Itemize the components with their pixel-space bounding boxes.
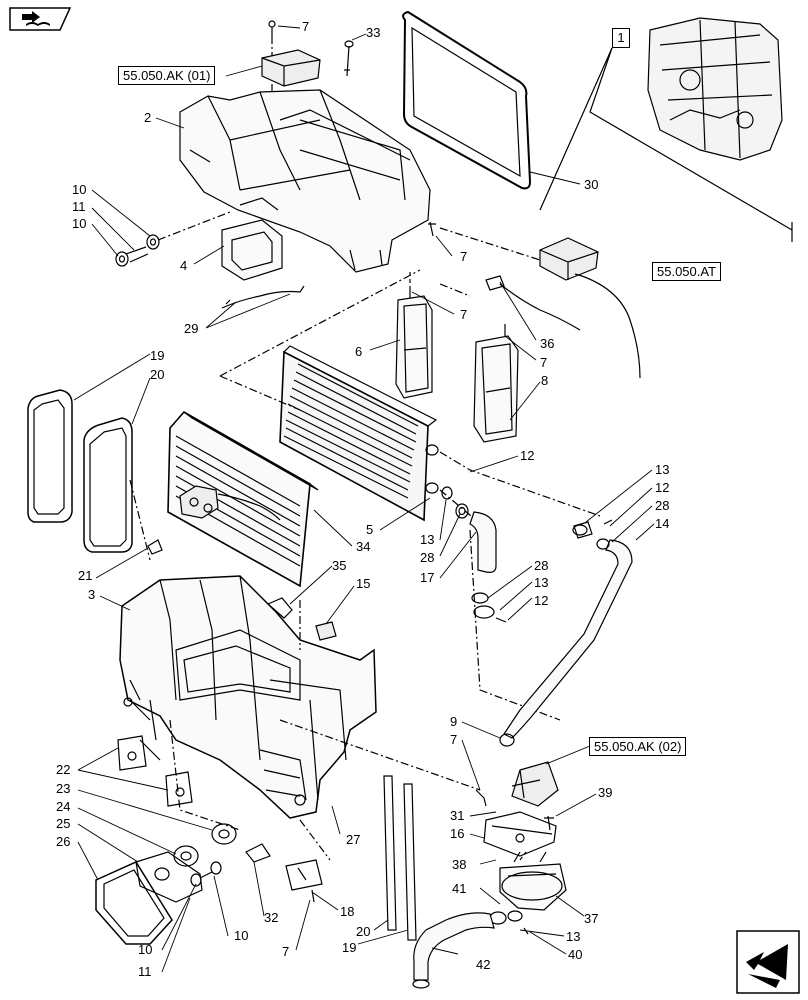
callout-24: 24 <box>56 799 71 814</box>
callout-8: 8 <box>541 373 549 388</box>
callout-34: 34 <box>356 539 371 554</box>
callout-5: 5 <box>366 522 374 537</box>
callout-12: 12 <box>520 448 535 463</box>
reference-wiring[interactable]: 55.050.AT <box>652 262 722 281</box>
callout-10: 10 <box>72 182 87 197</box>
callout-30: 30 <box>584 177 599 192</box>
callout-37: 37 <box>584 911 599 926</box>
callout-25: 25 <box>56 816 71 831</box>
callout-33: 33 <box>366 25 381 40</box>
callout-6: 6 <box>355 344 363 359</box>
callout-28: 28 <box>534 558 549 573</box>
callout-3: 3 <box>88 587 96 602</box>
callout-16: 16 <box>450 826 465 841</box>
callout-11: 11 <box>72 199 86 214</box>
assembly-overview-inset <box>647 17 783 161</box>
callout-21: 21 <box>78 568 93 583</box>
callout-14: 14 <box>655 516 670 531</box>
callout-13: 13 <box>655 462 670 477</box>
callout-32: 32 <box>264 910 279 925</box>
callout-40: 40 <box>568 947 583 962</box>
callout-17: 17 <box>420 570 435 585</box>
callout-4: 4 <box>180 258 188 273</box>
callout-28: 28 <box>655 498 670 513</box>
callout-2: 2 <box>144 110 152 125</box>
callout-13: 13 <box>420 532 435 547</box>
callout-42: 42 <box>476 957 491 972</box>
callout-19: 19 <box>150 348 165 363</box>
reference-ecu-module[interactable]: 55.050.AK (01) <box>118 66 216 85</box>
callout-10: 10 <box>72 216 87 231</box>
callout-7: 7 <box>450 732 458 747</box>
callout-35: 35 <box>332 558 347 573</box>
lower-housing <box>119 575 377 819</box>
callout-18: 18 <box>340 904 355 919</box>
book-arrow-icon[interactable] <box>8 6 72 32</box>
callout-23: 23 <box>56 781 71 796</box>
callout-22: 22 <box>56 762 71 777</box>
upper-housing <box>179 89 431 273</box>
callout-7: 7 <box>540 355 548 370</box>
callout-7: 7 <box>460 249 468 264</box>
callout-41: 41 <box>452 881 467 896</box>
callout-19: 19 <box>342 940 357 955</box>
callout-39: 39 <box>598 785 613 800</box>
callout-7: 7 <box>302 19 310 34</box>
arrow-corner-icon[interactable] <box>736 930 800 994</box>
callout-13: 13 <box>566 929 581 944</box>
callout-26: 26 <box>56 834 71 849</box>
callout-31: 31 <box>450 808 465 823</box>
callout-9: 9 <box>450 714 458 729</box>
callout-29: 29 <box>184 321 199 336</box>
callout-10: 10 <box>138 942 153 957</box>
callout-10: 10 <box>234 928 249 943</box>
reference-detail-box[interactable]: 1 <box>612 28 630 48</box>
callout-11: 11 <box>138 964 152 979</box>
callout-15: 15 <box>356 576 371 591</box>
callout-12: 12 <box>534 593 549 608</box>
callout-28: 28 <box>420 550 435 565</box>
callout-7: 7 <box>460 307 468 322</box>
heater-core <box>279 345 439 522</box>
callout-38: 38 <box>452 857 467 872</box>
callout-12: 12 <box>655 480 670 495</box>
evaporator-core <box>167 410 319 588</box>
callout-13: 13 <box>534 575 549 590</box>
callout-7: 7 <box>282 944 290 959</box>
callout-27: 27 <box>346 832 361 847</box>
callout-20: 20 <box>356 924 371 939</box>
callout-36: 36 <box>540 336 555 351</box>
callout-20: 20 <box>150 367 165 382</box>
reference-blower-module[interactable]: 55.050.AK (02) <box>589 737 687 756</box>
